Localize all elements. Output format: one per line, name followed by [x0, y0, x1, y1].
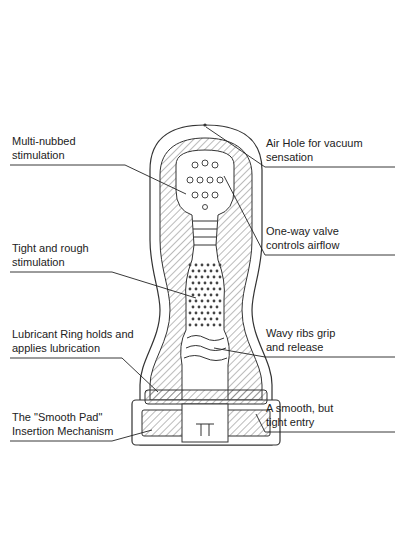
nub-dot	[195, 312, 198, 315]
nub-dot	[207, 324, 210, 327]
callout-label: Multi-nubbed stimulation	[12, 134, 127, 162]
air-hole	[203, 123, 206, 126]
nub-dot	[213, 288, 216, 291]
entry-opening	[182, 404, 228, 442]
nub-dot	[195, 324, 198, 327]
nub-dot	[207, 288, 210, 291]
callout-label: The "Smooth Pad" Insertion Mechanism	[12, 410, 132, 438]
callout-label: One-way valve controls airflow	[266, 224, 376, 252]
inner-canal	[176, 150, 234, 400]
nub-dot	[207, 264, 210, 267]
nub-dot	[189, 300, 192, 303]
nub-dot	[219, 276, 222, 279]
callout-label: Air Hole for vacuum sensation	[266, 136, 386, 164]
nub-dot	[195, 300, 198, 303]
nub-dot	[198, 306, 201, 309]
callout-label: Wavy ribs grip and release	[266, 326, 356, 354]
nub-dot	[189, 312, 192, 315]
nub-dot	[198, 318, 201, 321]
nub-dot	[195, 288, 198, 291]
nub-dot	[192, 318, 195, 321]
nub-dot	[216, 282, 219, 285]
nub-dot	[201, 324, 204, 327]
nub-dot	[204, 306, 207, 309]
nub-dot	[201, 300, 204, 303]
nub-dot	[213, 324, 216, 327]
nub-dot	[201, 288, 204, 291]
nub-dot	[219, 264, 222, 267]
nub-dot	[192, 306, 195, 309]
nub-dot	[201, 312, 204, 315]
nub-dot	[204, 294, 207, 297]
nub-dot	[204, 282, 207, 285]
neck-ribs	[193, 221, 217, 245]
nub-dot	[216, 270, 219, 273]
nub-dot	[219, 324, 222, 327]
nub-dot	[189, 264, 192, 267]
nub-dot	[198, 282, 201, 285]
sleeve-section	[150, 138, 262, 400]
nub-dot	[219, 300, 222, 303]
wavy-ribs	[184, 336, 227, 361]
base-cap	[132, 400, 280, 445]
nub-dot	[198, 294, 201, 297]
nub-dot	[192, 294, 195, 297]
nub-dot	[189, 276, 192, 279]
nub-dot	[207, 312, 210, 315]
nub-dot	[204, 270, 207, 273]
nub-dot	[210, 306, 213, 309]
nub-dot	[216, 294, 219, 297]
nub-dot	[216, 318, 219, 321]
lubricant-ring	[145, 390, 267, 404]
nub-dot	[210, 294, 213, 297]
nub-dot	[192, 282, 195, 285]
nub-dot	[189, 288, 192, 291]
nub-dot	[210, 282, 213, 285]
head-nubs	[187, 160, 223, 210]
callout-label: Lubricant Ring holds and applies lubrica…	[12, 327, 134, 355]
callout-label: A smooth, but tight entry	[266, 401, 338, 429]
outer-shell	[140, 125, 272, 445]
nub-dot	[198, 270, 201, 273]
nub-dot	[216, 306, 219, 309]
nub-dot	[201, 264, 204, 267]
callout-label: Tight and rough stimulation	[12, 241, 122, 269]
nub-dot	[195, 264, 198, 267]
nub-dot	[213, 276, 216, 279]
nub-dot	[207, 276, 210, 279]
nub-dot	[219, 288, 222, 291]
nub-field	[189, 264, 222, 327]
nub-dot	[192, 270, 195, 273]
smooth-pad	[196, 424, 214, 436]
nub-dot	[210, 318, 213, 321]
leader-lines	[10, 127, 395, 441]
nub-dot	[204, 318, 207, 321]
nub-dot	[213, 264, 216, 267]
nub-dot	[213, 312, 216, 315]
nub-dot	[189, 324, 192, 327]
nub-dot	[201, 276, 204, 279]
nub-dot	[219, 312, 222, 315]
nub-dot	[213, 300, 216, 303]
nub-dot	[195, 276, 198, 279]
nub-dot	[210, 270, 213, 273]
nub-dot	[207, 300, 210, 303]
